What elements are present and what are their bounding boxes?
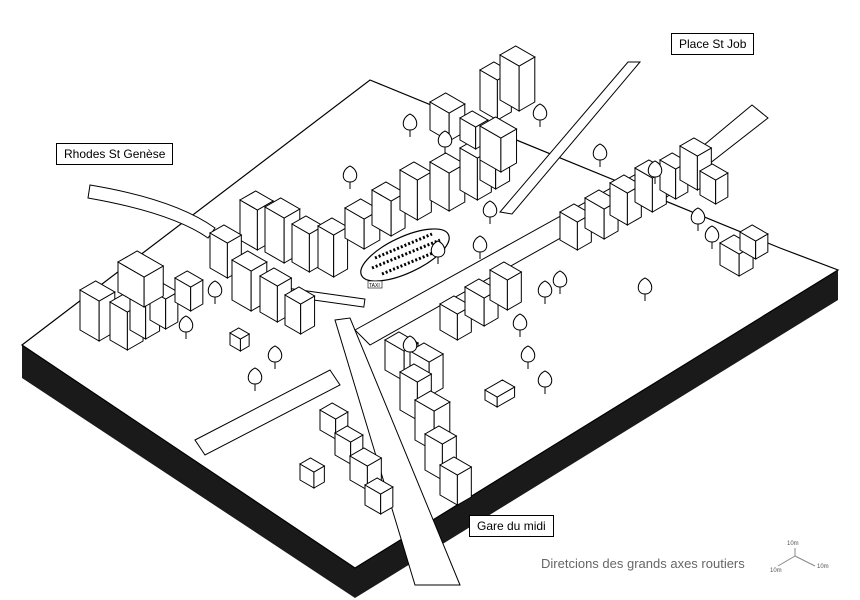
scale-label-top: 10m — [787, 541, 799, 547]
caption-text: Diretcions des grands axes routiers — [541, 556, 745, 571]
scale-label-right: 10m — [817, 564, 829, 570]
scale-label-left: 10m — [770, 568, 782, 574]
buildings — [78, 45, 769, 515]
rhodes-st-genese-label: Rhodes St Genèse — [56, 143, 174, 165]
trees — [178, 103, 720, 394]
gare-du-midi-label: Gare du midi — [469, 515, 554, 537]
scale-indicator: 10m 10m 10m — [770, 541, 829, 574]
taxi-sign-text: TAXI — [369, 283, 380, 289]
taxi-sign: TAXI — [367, 280, 383, 289]
place-st-job-label: Place St Job — [671, 33, 755, 55]
